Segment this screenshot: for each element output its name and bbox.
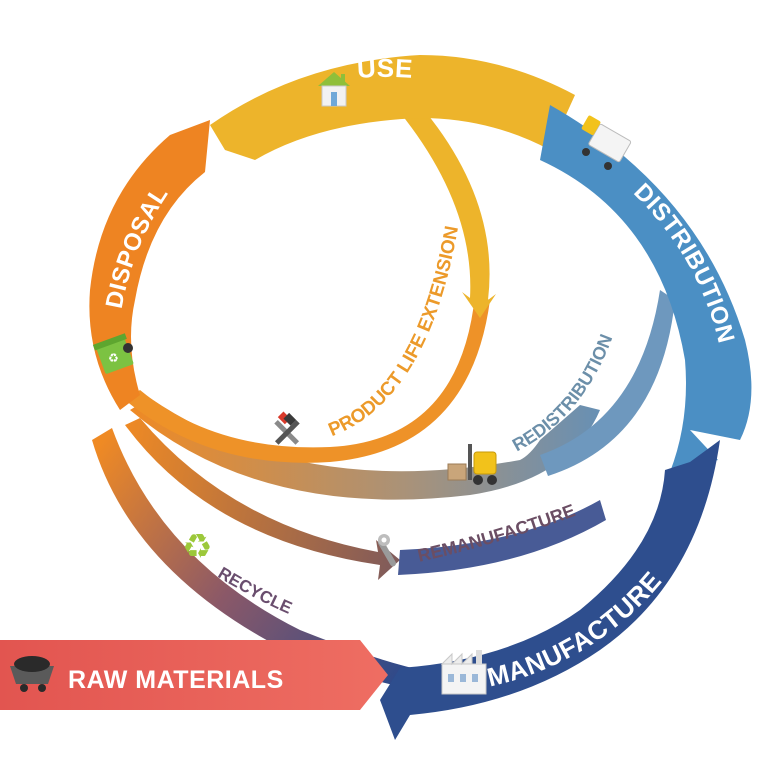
factory-icon <box>440 650 487 695</box>
recycle-icon: ♻ <box>182 527 212 567</box>
use-segment <box>210 55 575 160</box>
manufacture-label: MANUFACTURE <box>484 565 667 692</box>
svg-text:♻: ♻ <box>182 527 212 567</box>
product-life-extension-arrow-top <box>398 105 496 318</box>
truck-icon <box>581 115 632 170</box>
wrench-icon <box>378 534 396 567</box>
redistribution-arrow-body <box>540 290 675 476</box>
tools-icon <box>274 411 300 445</box>
use-label: USE <box>356 53 414 84</box>
recycle-bin-icon: ♻ <box>92 333 134 374</box>
raw-materials-banner <box>0 640 388 710</box>
mine-cart-icon <box>10 656 54 692</box>
distribution-segment <box>540 105 752 472</box>
remanufacture-arrow <box>125 418 400 580</box>
raw-materials-label: RAW MATERIALS <box>68 666 284 694</box>
recycle-arrow <box>92 428 430 690</box>
forklift-icon <box>447 444 497 485</box>
house-icon <box>318 72 350 107</box>
remanufacture-arrow-tail <box>398 500 606 575</box>
svg-text:♻: ♻ <box>108 351 119 365</box>
